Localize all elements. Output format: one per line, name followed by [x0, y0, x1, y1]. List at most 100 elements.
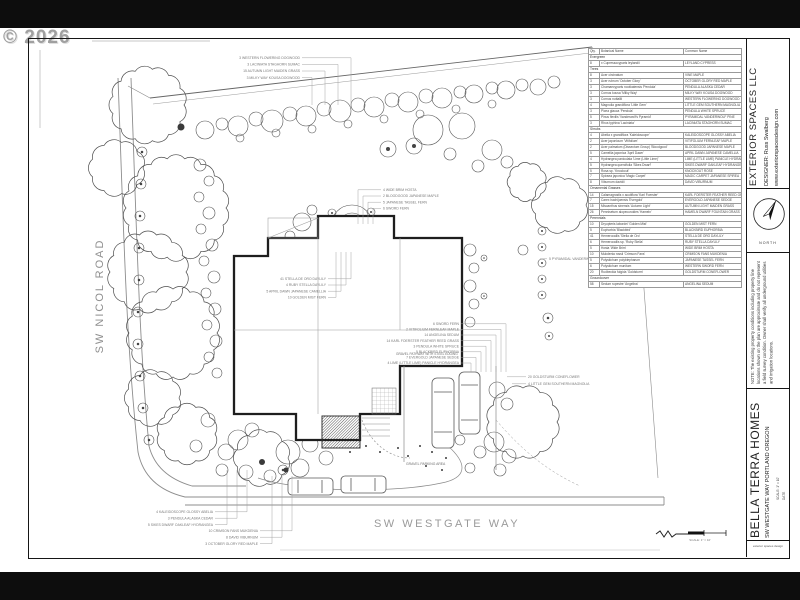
schedule-cell: LIME (LITTLE LIME) PANICLE HYDRANGEA: [683, 155, 742, 163]
tree-symbol: [471, 159, 485, 173]
tree-symbol: [244, 422, 260, 438]
callout-leader-line: [461, 357, 477, 372]
tree-symbol: [431, 87, 453, 109]
titleblock-divider: [746, 540, 790, 541]
tree-symbol: [318, 450, 334, 466]
tree-symbol: [217, 443, 235, 461]
plant-dot: [177, 123, 185, 131]
plant-dot: [425, 465, 427, 467]
plant-dot: [431, 451, 433, 453]
tree-center-dot: [331, 212, 333, 214]
tree-symbol: [500, 155, 514, 169]
plant-callout-label: 3 PENDULA ALASKA CEDAR: [168, 516, 214, 520]
plant-callout-label: 5 JAPANESE TASSEL FERN: [383, 200, 428, 204]
tree-center-dot: [483, 295, 485, 297]
tree-symbol: [397, 91, 419, 113]
plant-dot: [397, 447, 399, 449]
callout-leader-line: [461, 362, 472, 372]
site-details: [257, 366, 581, 491]
plant-dot: [365, 445, 367, 447]
callout-leader-line: [260, 476, 273, 544]
tree-symbol: [328, 99, 352, 123]
project-title: BELLA TERRA HOMES: [748, 402, 762, 538]
tree-center-dot: [136, 342, 140, 346]
tree-symbol: [282, 106, 298, 122]
tree-symbol: [464, 316, 476, 328]
tree-symbol: [126, 286, 220, 380]
house-footprint: [232, 214, 464, 442]
plant-callout-label: 3 WESTERN FLOWERING DOGWOOD: [239, 56, 300, 60]
tree-symbol: [211, 367, 223, 379]
walk-dashed: [495, 419, 581, 487]
callout-leader-line: [461, 323, 507, 372]
tree-symbol: [506, 162, 547, 202]
tree-symbol: [451, 104, 461, 114]
schedule-section-row: Trees: [588, 66, 742, 74]
tree-center-dot: [370, 211, 372, 213]
cars: [287, 371, 481, 496]
schedule-section-row: Ornamental Grasses: [588, 185, 742, 193]
tree-symbol: [453, 85, 467, 99]
callout-leader-line: [357, 189, 381, 224]
tree-symbol: [137, 402, 149, 414]
tree-center-dot: [546, 316, 550, 320]
gravel-path-line: [361, 419, 411, 459]
tree-center-dot: [541, 262, 543, 264]
tree-symbol: [124, 369, 181, 427]
callout-leader-line: [328, 252, 352, 280]
schedule-section-row: Groundcover: [588, 274, 742, 283]
tree-symbol: [156, 402, 218, 466]
date-field: DATE: [782, 491, 786, 500]
tree-symbol: [189, 439, 203, 453]
callout-leader-line: [328, 252, 347, 286]
schedule-cell: PYRAMIDAL VANDERWOLF PINE: [683, 113, 742, 121]
tree-symbol: [480, 254, 488, 262]
tree-center-dot: [412, 144, 416, 148]
tree-symbol: [227, 429, 249, 451]
tree-symbol: [542, 312, 554, 324]
street-label-nicol: SW NICOL ROAD: [94, 239, 106, 354]
tree-symbol: [379, 114, 389, 124]
tree-symbol: [88, 139, 145, 197]
plant-callout-label: 4 LIME (LITTLE LIME) PANICLE HYDRANGEA: [387, 361, 459, 365]
callout-leader-line: [302, 77, 313, 105]
plant-callout-label: 4 RUBY STELLA DAYLILY: [286, 283, 327, 287]
schedule-cell: SIKES DWARF OAKLEAF HYDRANGEA: [683, 161, 742, 169]
tree-symbol: [405, 137, 423, 155]
tree-symbol: [201, 319, 213, 331]
schedule-section-row: Perennials: [588, 215, 742, 223]
plant-callout-label: 10 GOLDEN MIST FERN: [288, 296, 327, 300]
plant-dot: [445, 457, 447, 459]
tree-symbol: [412, 114, 444, 146]
copyright-watermark: © 2026: [3, 27, 71, 48]
tree-symbol: [537, 290, 547, 300]
schedule-cell: WESTERN FLOWERING DOGWOOD: [683, 95, 742, 103]
tree-symbol: [483, 431, 505, 453]
plant-dot: [259, 459, 265, 465]
tree-symbol: [208, 302, 222, 316]
tree-symbol: [501, 448, 517, 464]
general-note: NOTE: The existing property conditions i…: [750, 261, 774, 384]
tree-symbol: [486, 385, 560, 459]
tree-symbol: [463, 243, 477, 257]
tree-symbol: [134, 210, 146, 222]
plant-callout-label: 10 CRIMSON FANS MUKDENIA: [209, 529, 259, 533]
tree-symbol: [275, 439, 301, 465]
tree-symbol: [496, 80, 516, 100]
tree-center-dot: [541, 230, 543, 232]
water-feature-hatch: [321, 415, 361, 449]
company-name: EXTERIOR SPACES LLC: [748, 67, 759, 186]
tree-symbol: [544, 331, 554, 341]
tree-symbol: [493, 463, 507, 477]
tree-symbol: [132, 338, 144, 350]
callout-leader-line: [461, 329, 502, 372]
tree-symbol: [200, 287, 212, 299]
tree-symbol: [468, 262, 480, 274]
sheet-border: [28, 38, 790, 559]
tree-symbol: [227, 115, 249, 137]
